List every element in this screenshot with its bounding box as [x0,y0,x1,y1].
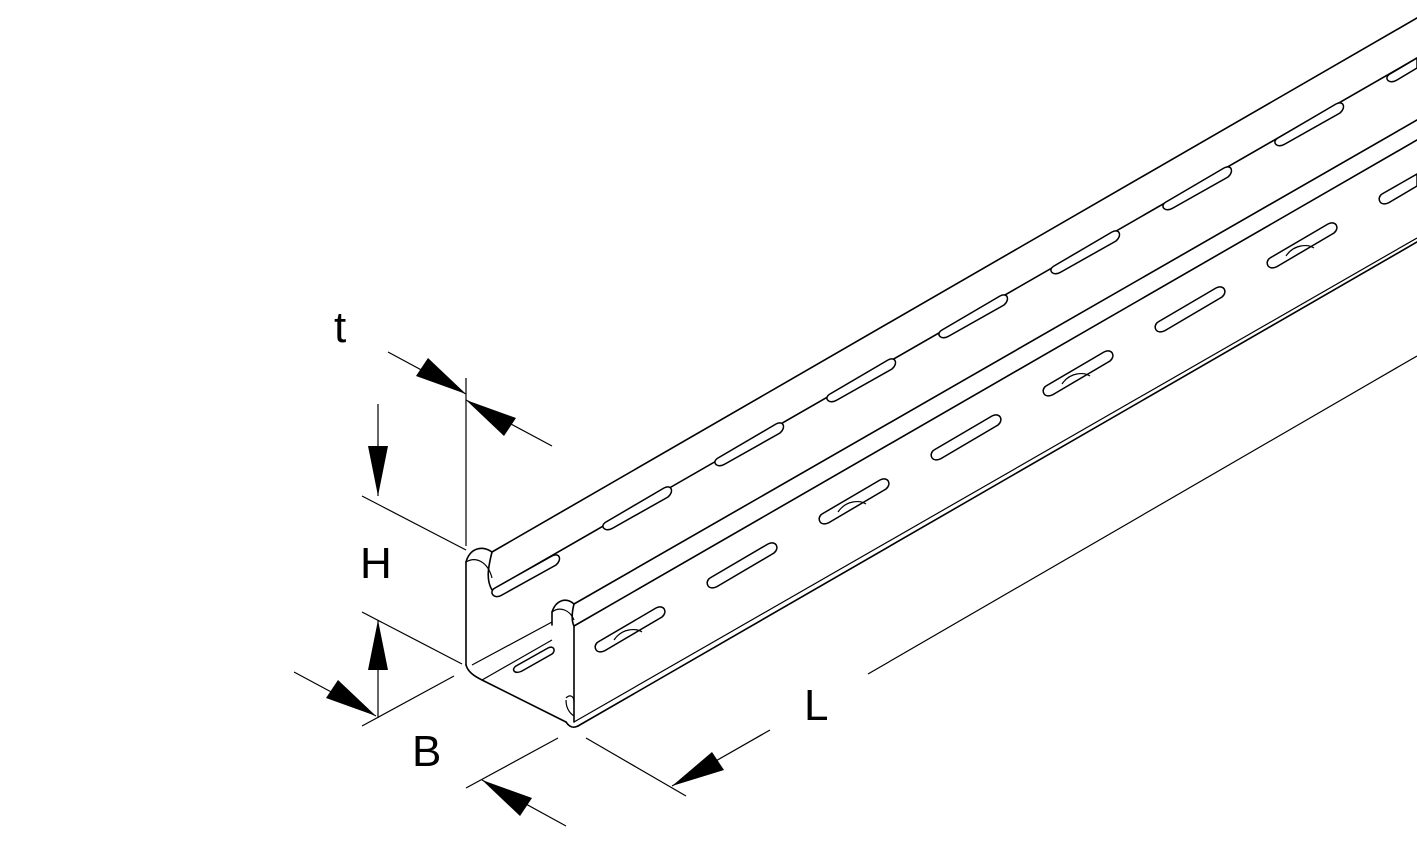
L-extension-near [585,737,687,797]
t-arrow-upper [416,358,466,394]
side-hole [565,695,575,703]
slot [706,542,778,589]
H-arrow-bottom [368,620,388,670]
slot [1162,166,1233,211]
slot-notch [1285,245,1315,257]
floor-inner-line [471,621,553,666]
slot-notch [1061,373,1091,385]
slot [1154,286,1226,333]
bottom-long-edge-inner [573,237,1417,723]
floor-slot [512,646,555,674]
t-arrow-lower [466,400,516,436]
slot [602,486,673,531]
slot-notch [613,629,643,641]
H-label: H [360,539,392,588]
channel-profile [465,17,1417,728]
H-extension-top [361,495,467,551]
back-wall-top-lip [465,17,1417,563]
slot [1274,102,1345,147]
B-arrow-right [482,780,532,816]
slot [1378,173,1417,205]
slot-notch [837,501,867,513]
floor-front-edge [465,664,567,723]
B-arrow-left [326,680,376,716]
slot [491,554,561,598]
slot [1050,230,1121,275]
H-arrow-top [368,446,388,496]
front-wall-top-lip [551,119,1417,613]
bottom-long-edge [577,241,1417,727]
floor-inner-line-2 [481,639,553,681]
B-extension-right [465,737,559,789]
slot [714,422,785,467]
slot [1386,57,1417,83]
t-label: t [334,303,346,352]
dimension-B: B [293,671,567,827]
back-wall-lip-curl [465,559,493,579]
slot [826,358,897,403]
back-wall-slots [491,57,1417,598]
front-wall-lip-inner [571,139,1417,627]
slot [930,414,1002,461]
dimension-H: H [360,404,467,718]
front-wall-lip-curl [551,608,575,621]
L-leader-far [867,355,1417,675]
bottom-corner [565,721,579,728]
B-extension-left [361,675,455,727]
B-label: B [412,727,441,776]
L-label: L [804,681,828,730]
dimension-L: L [585,355,1417,797]
front-wall-slots [512,173,1417,703]
slot [938,294,1009,339]
dimension-t: t [334,303,553,546]
L-arrow-near [672,752,724,786]
inner-corner-curve [565,699,575,717]
H-extension-bottom [361,611,463,665]
